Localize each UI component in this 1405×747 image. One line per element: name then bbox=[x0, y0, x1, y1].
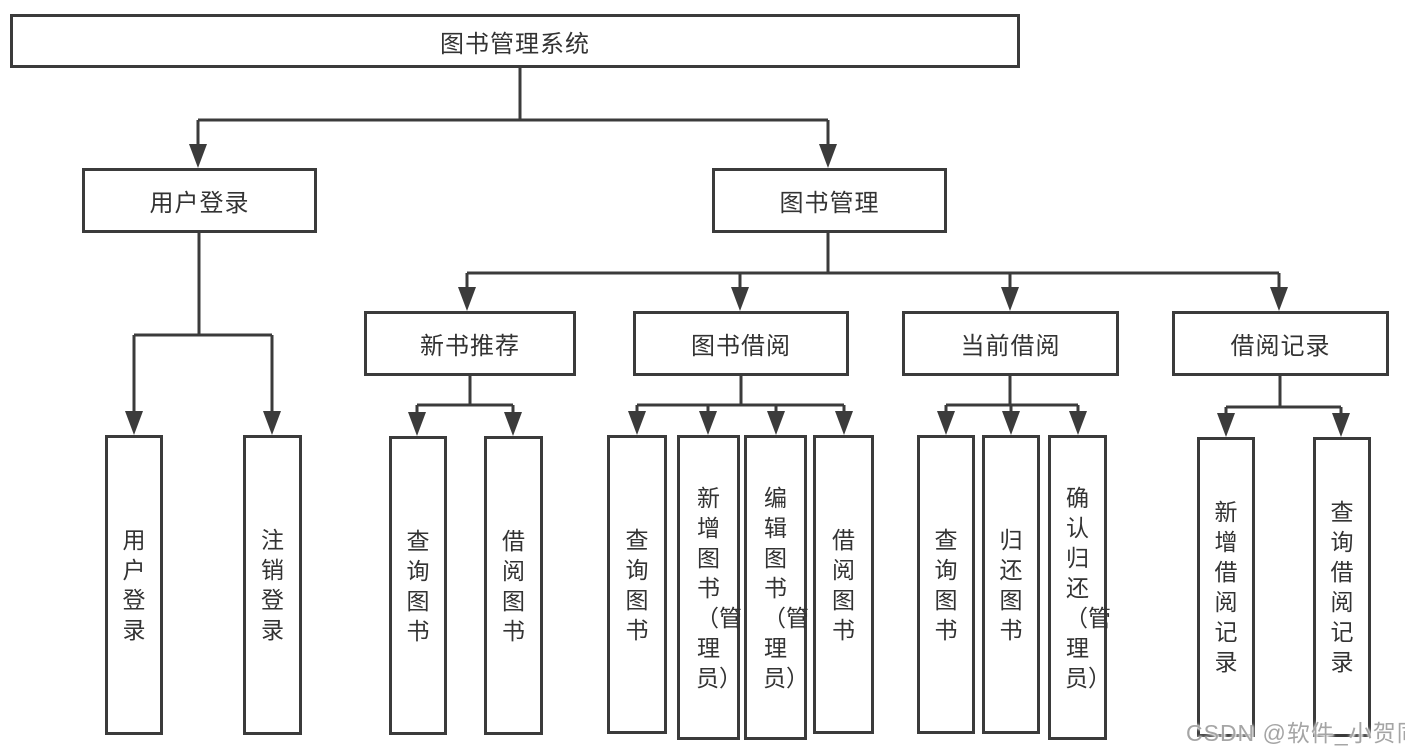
leaf-query-books-current: 查询图书 bbox=[917, 435, 975, 734]
leaf-add-books-admin: 新增图书（管理员） bbox=[677, 435, 742, 740]
leaf-borrow-books: 借阅图书 bbox=[813, 435, 874, 734]
leaf-confirm-return-admin: 确认归还（管理员） bbox=[1048, 435, 1111, 740]
node-current-borrowing: 当前借阅 bbox=[902, 311, 1119, 376]
node-label: 借阅图书 bbox=[832, 526, 855, 643]
leaf-add-borrow-record: 新增借阅记录 bbox=[1197, 437, 1255, 737]
leaf-return-books: 归还图书 bbox=[982, 435, 1040, 734]
leaf-query-books-borrowing: 查询图书 bbox=[607, 435, 667, 734]
node-label: 归还图书 bbox=[999, 526, 1023, 643]
leaf-logout: 注销登录 bbox=[243, 435, 302, 735]
node-user-login-branch: 用户登录 bbox=[82, 168, 317, 233]
node-label: 图书管理系统 bbox=[440, 30, 590, 58]
leaf-query-books-recommend: 查询图书 bbox=[389, 436, 447, 735]
leaf-borrow-books-recommend: 借阅图书 bbox=[484, 436, 543, 735]
node-label: 查询图书 bbox=[934, 526, 958, 643]
node-label: 注销登录 bbox=[261, 527, 284, 643]
node-book-borrowing: 图书借阅 bbox=[633, 311, 849, 376]
node-label: 查询图书 bbox=[625, 526, 649, 643]
node-label: 查询借阅记录 bbox=[1330, 499, 1354, 675]
node-label: 新增图书（管理员） bbox=[696, 484, 742, 691]
node-label: 当前借阅 bbox=[960, 333, 1061, 360]
node-label: 图书管理 bbox=[779, 190, 880, 217]
leaf-user-login: 用户登录 bbox=[105, 435, 163, 735]
leaf-query-borrow-record: 查询借阅记录 bbox=[1313, 437, 1371, 737]
node-label: 编辑图书（管理员） bbox=[763, 484, 809, 691]
node-label: 借阅图书 bbox=[502, 527, 525, 644]
node-borrowing-records: 借阅记录 bbox=[1172, 311, 1389, 376]
node-label: 确认归还（管理员） bbox=[1065, 484, 1111, 691]
node-label: 借阅记录 bbox=[1230, 333, 1331, 360]
node-book-management-branch: 图书管理 bbox=[712, 168, 947, 233]
node-label: 查询图书 bbox=[406, 527, 430, 644]
node-label: 用户登录 bbox=[122, 527, 146, 643]
node-label: 新增借阅记录 bbox=[1214, 499, 1238, 675]
node-label: 新书推荐 bbox=[420, 333, 520, 360]
watermark: CSDN @软件_小贺同学 bbox=[1186, 720, 1405, 746]
node-label: 用户登录 bbox=[149, 190, 250, 217]
leaf-edit-books-admin: 编辑图书（管理员） bbox=[744, 435, 809, 740]
node-new-book-recommendation: 新书推荐 bbox=[364, 311, 576, 376]
node-book-management-system: 图书管理系统 bbox=[10, 14, 1020, 68]
node-label: 图书借阅 bbox=[691, 333, 791, 360]
